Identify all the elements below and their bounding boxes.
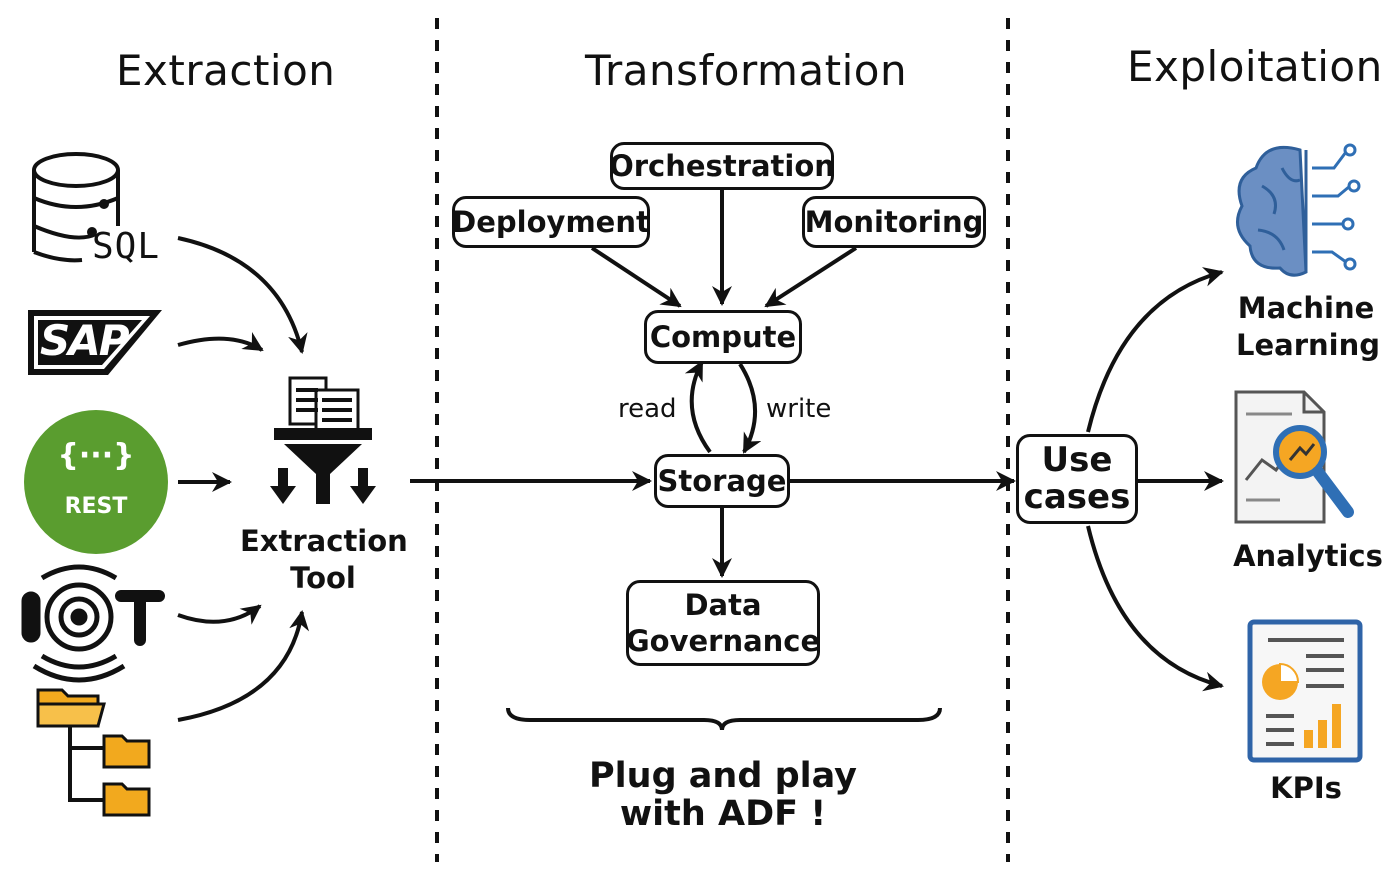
- kpi-dashboard-icon: [1247, 619, 1363, 763]
- extraction-tool-label: Extraction Tool: [240, 523, 408, 597]
- node-use-cases: Use cases: [1016, 434, 1138, 524]
- arrow-read: [684, 360, 712, 454]
- ml-line2: Learning: [1236, 328, 1381, 363]
- footer-line1: Plug and play: [589, 756, 857, 796]
- iot-icon: [21, 564, 165, 683]
- extraction-tool-line1: Extraction: [240, 524, 408, 558]
- folder-tree-icon: [36, 688, 151, 817]
- node-orchestration: Orchestration: [609, 142, 835, 190]
- edge-label-write: write: [766, 394, 832, 424]
- use-cases-line2: cases: [1023, 477, 1131, 517]
- footer-caption: Plug and play with ADF !: [560, 756, 886, 834]
- footer-line2: with ADF !: [619, 793, 827, 834]
- arrow-deployment-to-compute: [590, 246, 682, 308]
- arrow-usecases-to-kpis: [1086, 525, 1224, 692]
- analytics-icon: [1234, 390, 1354, 524]
- ml-line1: Machine: [1237, 291, 1375, 325]
- arrow-iot-to-tool: [177, 604, 262, 625]
- arrow-folder-to-tool: [177, 610, 310, 722]
- governance-line2: Governance: [625, 624, 821, 658]
- arrow-sap-to-tool: [177, 331, 264, 352]
- rest-label: REST: [64, 494, 128, 519]
- funnel-icon: [270, 376, 376, 504]
- rest-braces: {···}: [57, 438, 135, 473]
- node-deployment: Deployment: [452, 196, 650, 248]
- header-exploitation: Exploitation: [1127, 42, 1383, 91]
- brain-icon: [1236, 143, 1361, 277]
- rest-api-icon: [24, 410, 168, 554]
- curly-brace: [506, 707, 942, 731]
- arrow-monitoring-to-compute: [764, 246, 858, 308]
- node-data-governance: Data Governance: [626, 580, 820, 666]
- node-compute: Compute: [644, 310, 802, 364]
- use-cases-line1: Use: [1041, 440, 1113, 481]
- governance-line1: Data: [684, 587, 762, 622]
- node-storage: Storage: [654, 454, 790, 508]
- arrow-sql-to-tool: [177, 236, 308, 354]
- node-monitoring: Monitoring: [802, 196, 986, 248]
- header-transformation: Transformation: [585, 46, 908, 95]
- database-icon: [32, 152, 120, 263]
- sap-logo: [28, 310, 162, 375]
- extraction-tool-line2: Tool: [290, 561, 356, 596]
- header-extraction: Extraction: [116, 46, 336, 95]
- edge-label-read: read: [618, 394, 677, 424]
- kpis-label: KPIs: [1270, 771, 1342, 805]
- machine-learning-label: Machine Learning: [1236, 290, 1381, 364]
- sap-label: SAP: [40, 316, 130, 365]
- sql-label: SQL: [92, 226, 161, 267]
- arrow-write: [738, 362, 762, 454]
- arrow-usecases-to-ml: [1086, 267, 1224, 433]
- analytics-label: Analytics: [1233, 539, 1383, 573]
